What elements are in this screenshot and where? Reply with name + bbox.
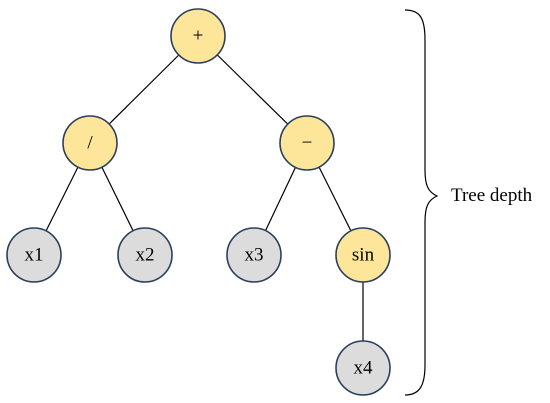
node-circle-x1: [6, 227, 62, 283]
node-plus: +: [170, 8, 226, 64]
node-label-x2: x2: [136, 245, 155, 266]
node-label-sin: sin: [352, 245, 375, 266]
node-circle-x4: [335, 340, 391, 396]
node-circle-x3: [226, 227, 282, 283]
tree-edges: [33, 35, 364, 368]
node-label-x4: x4: [354, 358, 374, 379]
node-circle-x2: [117, 227, 173, 283]
tree-depth-label: Tree depth: [451, 185, 533, 206]
node-label-divide: /: [87, 133, 93, 154]
node-circle-divide: [62, 115, 118, 171]
node-x1: x1: [6, 227, 62, 283]
node-label-plus: +: [193, 26, 204, 47]
node-minus: −: [279, 115, 335, 171]
node-circle-minus: [279, 115, 335, 171]
node-x3: x3: [226, 227, 282, 283]
node-x2: x2: [117, 227, 173, 283]
node-divide: /: [62, 115, 118, 171]
tree-nodes: + / − x1 x2 x3 sin x4: [6, 8, 391, 396]
node-circle-plus: [170, 8, 226, 64]
node-label-x3: x3: [245, 245, 264, 266]
node-sin: sin: [335, 227, 391, 283]
node-label-x1: x1: [25, 245, 44, 266]
node-x4: x4: [335, 340, 391, 396]
node-circle-sin: [335, 227, 391, 283]
depth-brace: [404, 9, 439, 396]
node-label-minus: −: [302, 133, 313, 154]
